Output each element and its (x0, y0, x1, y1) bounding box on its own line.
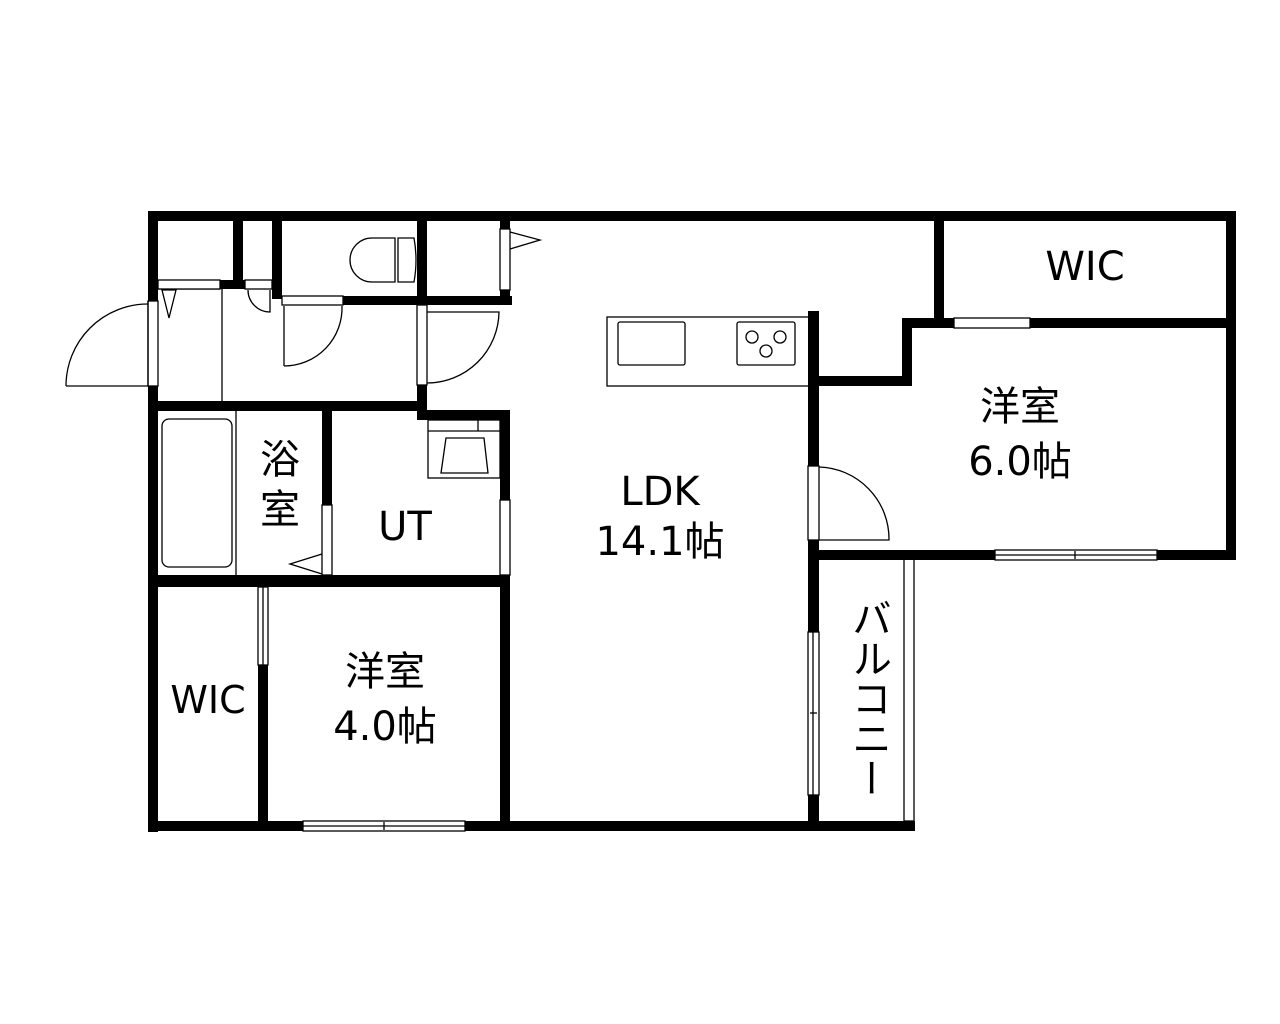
wall-storage-right-stub (500, 211, 510, 229)
wall-toilet-left (272, 211, 282, 299)
wall-hall-right-lower (417, 385, 427, 415)
kitchen-counter (606, 316, 811, 387)
utility-label: UT (378, 504, 432, 550)
wall-toilet-bottom (343, 296, 423, 305)
bathtub-icon (161, 418, 233, 568)
wall-top (148, 211, 1236, 221)
wall-washroom-right (500, 410, 510, 500)
toilet-icon (349, 237, 417, 283)
closet-door-marker-icon (161, 289, 177, 319)
bathroom-label: 浴室 (260, 437, 300, 533)
room4-area-label: 4.0帖 (333, 704, 437, 750)
wall-ldk-right-low (808, 795, 819, 831)
wall-notch-horizontal (810, 376, 912, 386)
wall-toilet-right (417, 211, 427, 305)
wall-storage-bottom (417, 296, 512, 305)
wall-wic-left (934, 211, 944, 327)
wall-room6-bottom-b (1157, 550, 1236, 560)
balcony-label: バルコニー (845, 598, 891, 798)
wall-closet-divider (233, 211, 243, 289)
wall-room6-bottom-a (808, 550, 995, 560)
room6-name-label: 洋室 (980, 384, 1060, 430)
wall-hall-bottom (148, 401, 427, 411)
wall-balcony-bottom (808, 821, 915, 831)
wall-right-top (1226, 211, 1236, 559)
wall-storage-right-low (500, 290, 510, 305)
wall-notch-vertical (902, 318, 912, 386)
wall-bath-bottom (148, 575, 510, 587)
wall-left-upper (148, 211, 158, 301)
wall-room4-right (500, 575, 510, 831)
entrance-door-icon (65, 300, 159, 387)
kitchen-sink-icon (617, 321, 686, 366)
wall-bottom-left (148, 821, 303, 831)
wall-room6-top-b (1030, 318, 1236, 328)
wall-wic-divider (258, 665, 268, 831)
room6-area-label: 6.0帖 (968, 439, 1072, 485)
ldk-area-label: 14.1帖 (595, 519, 725, 565)
wall-washroom-top (417, 410, 510, 420)
wall-closet-stub (220, 280, 245, 289)
room4-name-label: 洋室 (345, 649, 425, 695)
wall-left-lower (148, 386, 158, 832)
wall-ldk-right-mid (808, 540, 819, 632)
wall-bottom-mid (465, 821, 818, 831)
wall-ldk-right-upper (808, 311, 819, 466)
wall-room6-top-a (902, 318, 954, 328)
wic-lower-label: WIC (170, 678, 246, 722)
stove-icon (736, 321, 796, 366)
wall-bath-divider (322, 410, 332, 505)
ldk-name-label: LDK (620, 469, 700, 515)
washbasin-icon (427, 419, 501, 479)
wic-upper-label: WIC (1045, 244, 1125, 290)
